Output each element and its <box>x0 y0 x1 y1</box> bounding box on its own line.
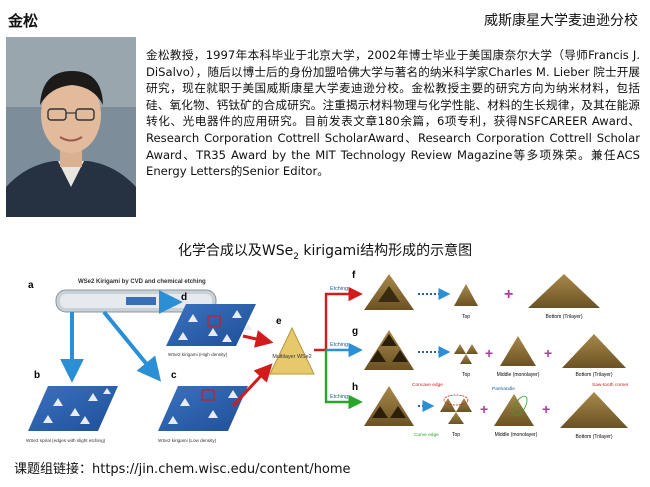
panel-a-label: a <box>28 280 34 291</box>
panel-h-label: h <box>352 382 358 393</box>
middle-g <box>500 336 536 366</box>
caption-subscript: 2 <box>293 251 299 262</box>
caption-prefix: 化学合成以及WSe <box>177 243 294 259</box>
highlight-box-c <box>201 389 215 401</box>
branch-h-arrow <box>324 350 363 410</box>
plus-h-1: + <box>480 401 488 417</box>
arrow-c-to-e <box>231 363 273 408</box>
concave-edge-label: Concave edge <box>412 382 443 388</box>
label-d: WSe2 kirigami (High density) <box>168 352 228 357</box>
caption-suffix: kirigami结构形成的示意图 <box>298 243 473 259</box>
plate-d-triangles <box>178 310 252 342</box>
multilayer-triangle <box>269 326 315 375</box>
plate-c-triangles <box>168 390 238 424</box>
university-name: 威斯康星大学麦迪逊分校 <box>484 13 638 29</box>
panel-b-label: b <box>34 370 40 381</box>
label-c: WSe2 kirigami (Low density) <box>158 438 217 443</box>
plate-d <box>166 304 256 346</box>
figure-title: WSe2 Kirigami by CVD and chemical etchin… <box>78 279 206 285</box>
middle-label-h: Middle (monolayer) <box>495 432 538 438</box>
structure-f <box>364 274 414 310</box>
panel-g-label: g <box>352 326 358 337</box>
schematic-figure: a WSe2 Kirigami by CVD and chemical etch… <box>26 270 629 443</box>
etching-label-f: Etching <box>330 286 348 292</box>
group-link: 课题组链接：https://jin.chem.wisc.edu/content/… <box>14 462 351 477</box>
concave-edge-marker <box>443 394 469 406</box>
portrait-photo <box>6 37 136 217</box>
etching-label-g: Etching <box>330 342 348 348</box>
top-h <box>440 398 472 424</box>
curve-edge-label: Curve edge <box>414 432 439 438</box>
top-g <box>454 344 478 364</box>
biography-text: 金松教授，1997年本科毕业于北京大学，2002年博士毕业于美国康奈尔大学（导师… <box>146 48 640 179</box>
label-b: WSe2 spiral (edges with slight etching) <box>26 438 106 443</box>
branch-f-arrow <box>314 286 363 352</box>
structure-h <box>364 386 414 426</box>
plate-c <box>158 386 248 431</box>
figure-caption: 化学合成以及WSe2 kirigami结构形成的示意图 <box>0 240 650 262</box>
label-e: Multilayer WSe2 <box>272 354 311 360</box>
panel-f-label: f <box>352 270 356 281</box>
bottom-h <box>560 392 628 428</box>
professor-name: 金松 <box>8 12 39 30</box>
top-label-h: Top <box>452 432 460 438</box>
middle-label-g: Middle (monolayer) <box>497 372 540 378</box>
panel-e-label: e <box>276 316 282 327</box>
plate-b-triangles <box>43 388 111 424</box>
top-label-f: Top <box>462 314 470 320</box>
plus-h-2: + <box>542 401 550 417</box>
panhandle-label: Panhandle <box>492 386 515 392</box>
bottom-label-g: Bottom (Trilayer) <box>575 372 612 378</box>
substrate <box>126 297 156 305</box>
plus-f: + <box>504 286 513 303</box>
highlight-box-d <box>207 315 221 327</box>
middle-h <box>494 394 534 426</box>
bottom-label-h: Bottom (Trilayer) <box>575 434 612 440</box>
arrow-d-to-e <box>242 330 274 348</box>
etching-label-h: Etching <box>330 394 348 400</box>
plus-g-2: + <box>544 345 552 361</box>
structure-g <box>364 330 414 370</box>
panel-d-label: d <box>181 292 187 303</box>
top-label-g: Top <box>462 372 470 378</box>
bottom-f <box>528 274 600 308</box>
bottom-g <box>562 334 626 368</box>
bottom-label-f: Bottom (Trilayer) <box>545 314 582 320</box>
top-f <box>454 284 478 306</box>
sawtooth-label: Saw-tooth corner <box>592 382 629 388</box>
panel-c-label: c <box>171 370 177 381</box>
plus-g-1: + <box>485 345 493 361</box>
arrow-a-to-c <box>102 310 162 382</box>
curve-edge-marker <box>512 395 528 417</box>
